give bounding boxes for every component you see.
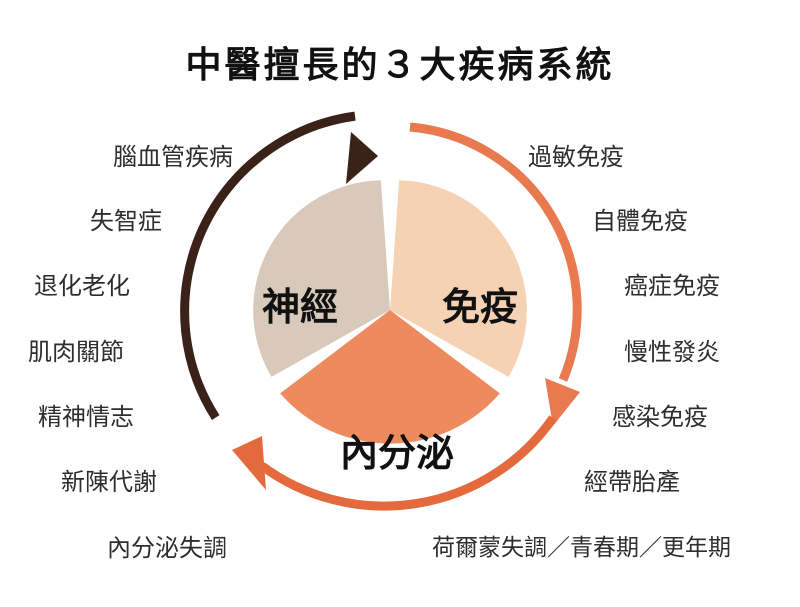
segment-label-immune: 免疫 bbox=[442, 285, 518, 329]
left-item: 新陳代謝 bbox=[61, 468, 157, 496]
page-title: 中醫擅長的３大疾病系統 bbox=[185, 45, 615, 86]
arrow-nervous-band bbox=[180, 111, 356, 420]
left-item: 退化老化 bbox=[34, 272, 130, 300]
left-item: 肌肉關節 bbox=[28, 338, 124, 366]
segment-label-nervous: 神經 bbox=[262, 285, 338, 329]
left-item: 失智症 bbox=[90, 207, 162, 235]
segment-endocrine bbox=[280, 310, 500, 444]
right-item: 慢性發炎 bbox=[624, 338, 720, 366]
arrow-endocrine-band bbox=[259, 415, 557, 511]
left-item: 內分泌失調 bbox=[107, 534, 227, 562]
segment-label-endocrine: 內分泌 bbox=[340, 431, 454, 475]
segment-immune bbox=[390, 180, 527, 377]
arrow-immune-head bbox=[545, 378, 580, 426]
arrow-endocrine-head bbox=[232, 436, 266, 490]
arrow-nervous-head bbox=[346, 132, 378, 184]
right-item: 經帶胎產 bbox=[584, 468, 680, 496]
segment-nervous bbox=[253, 180, 390, 377]
right-item: 過敏免疫 bbox=[528, 143, 624, 171]
right-item: 自體免疫 bbox=[592, 207, 688, 235]
right-item: 荷爾蒙失調／青春期／更年期 bbox=[432, 535, 731, 561]
left-item: 腦血管疾病 bbox=[113, 143, 233, 171]
left-item: 精神情志 bbox=[38, 403, 134, 431]
arrow-immune-band bbox=[409, 122, 582, 382]
right-item: 癌症免疫 bbox=[624, 272, 720, 300]
right-item: 感染免疫 bbox=[612, 403, 708, 431]
